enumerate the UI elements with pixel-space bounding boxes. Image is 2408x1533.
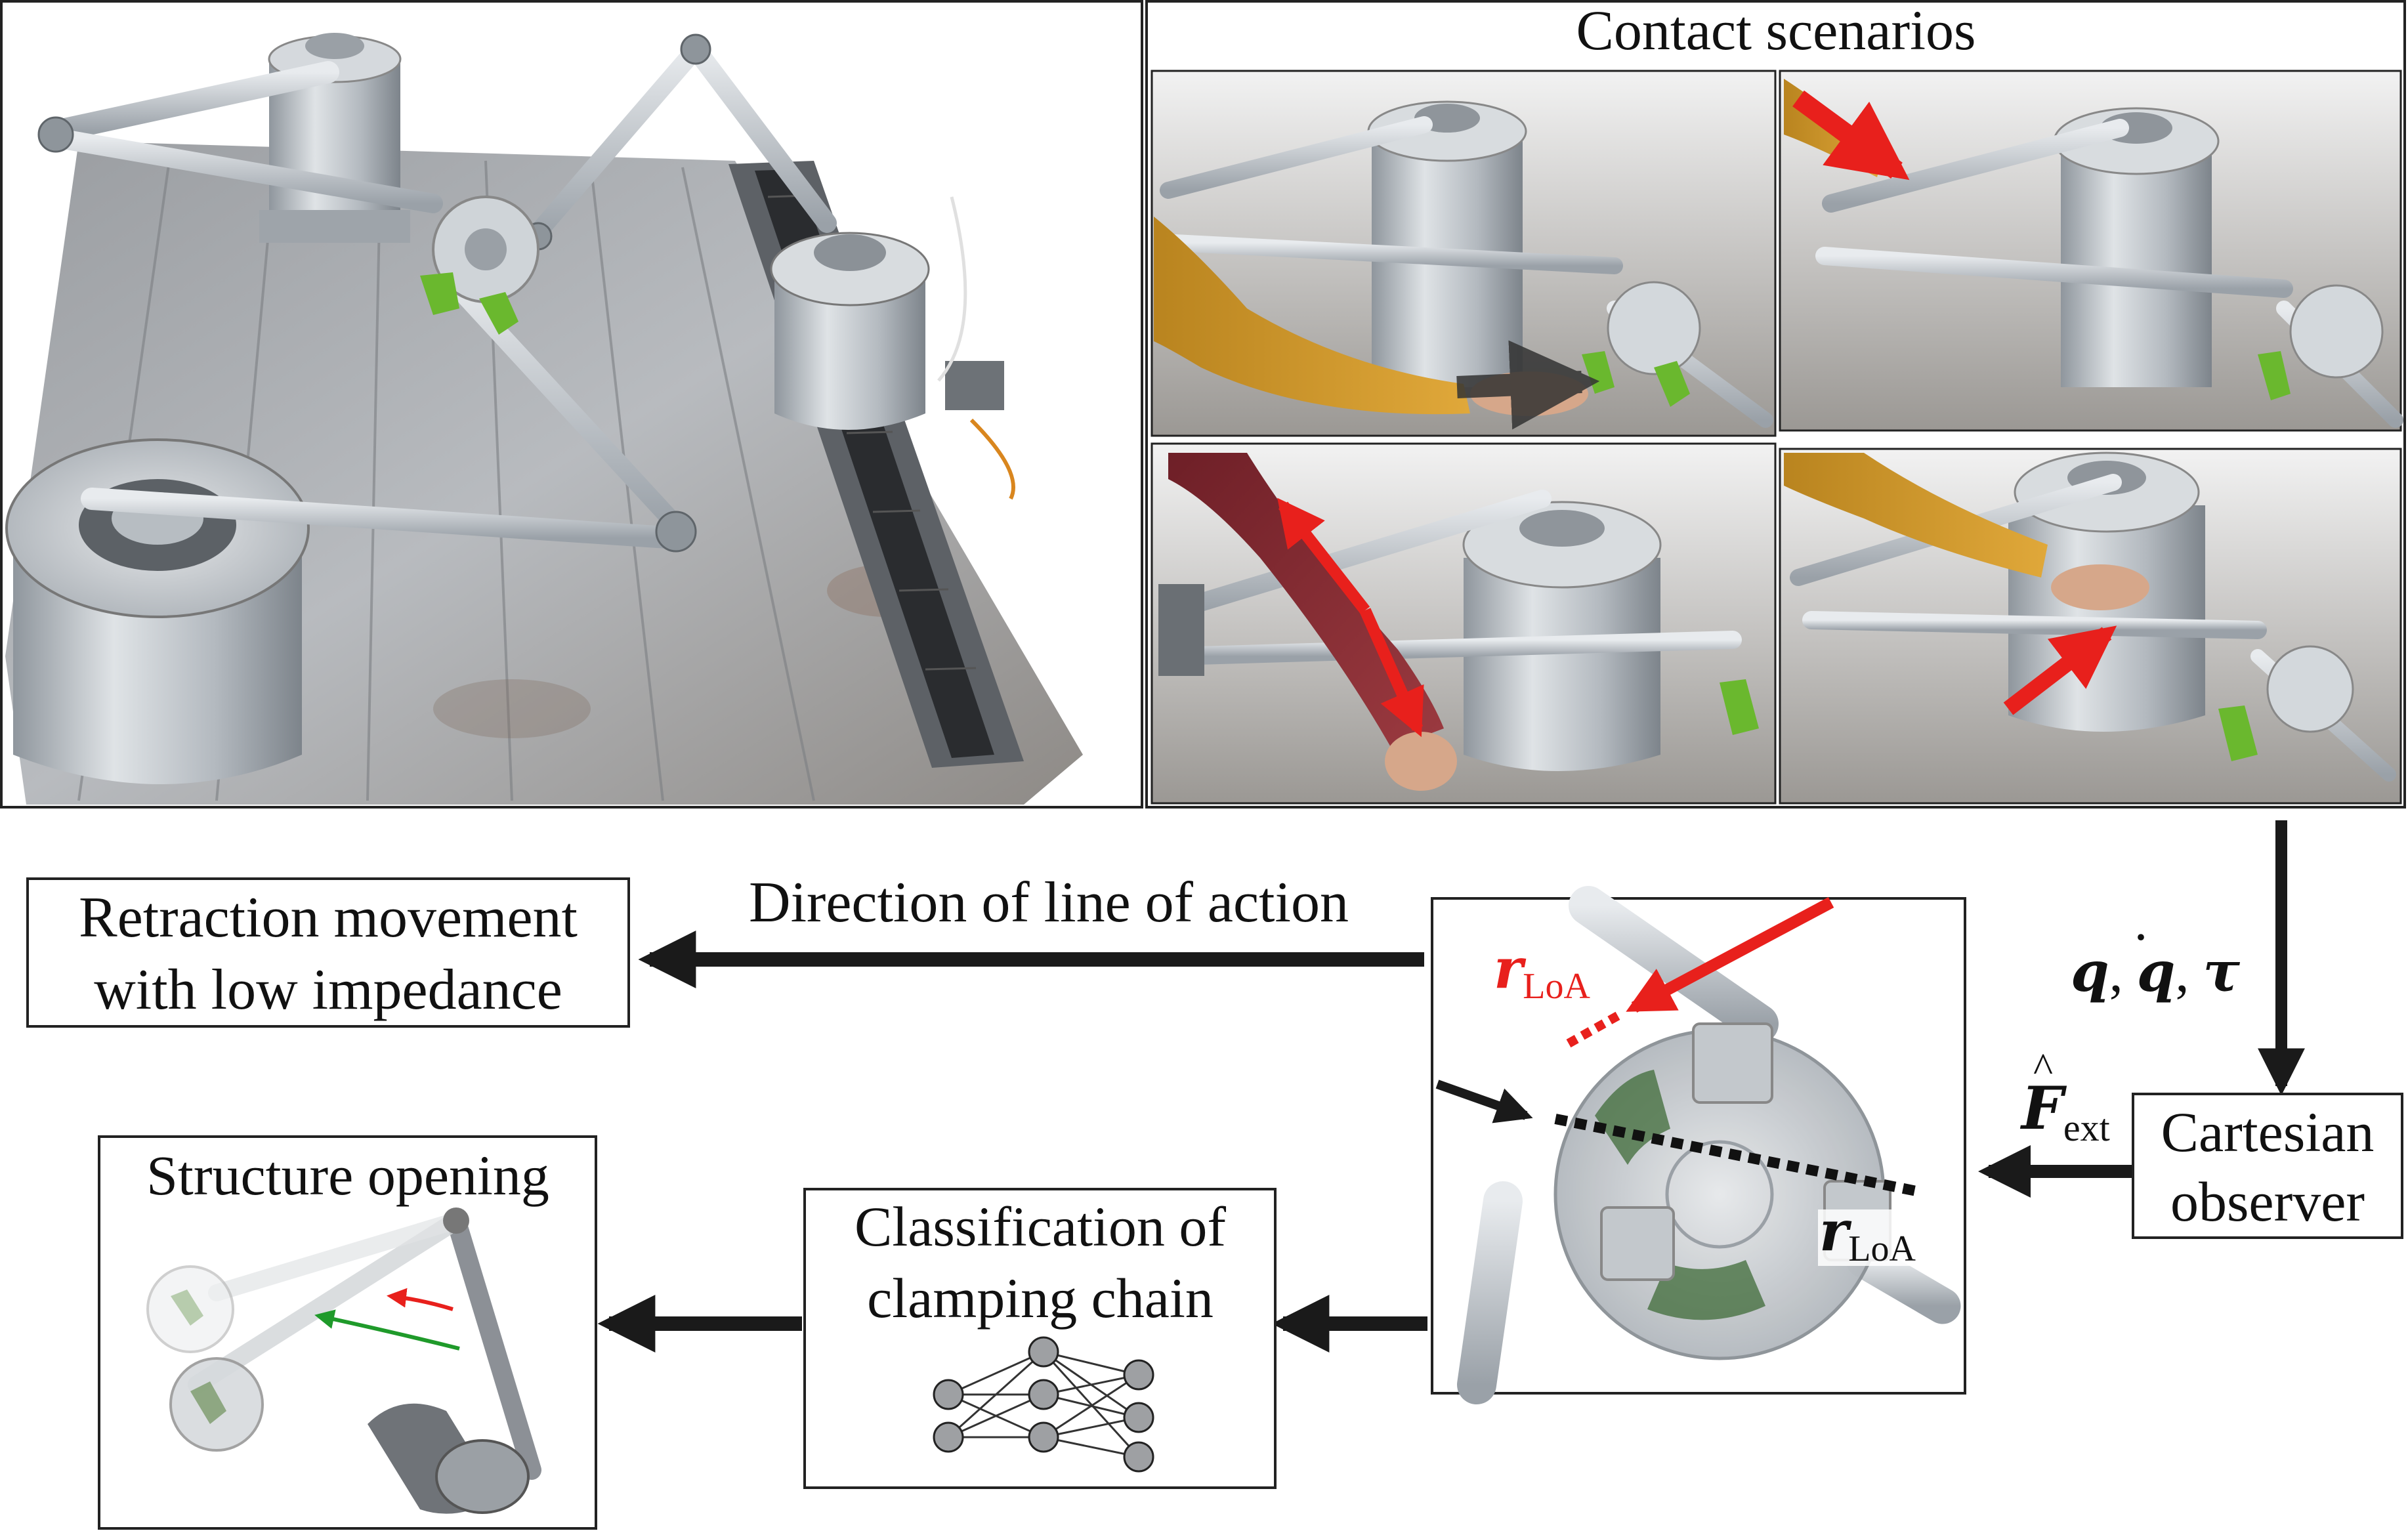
r-loa-black-label: rLoA <box>1819 1198 1916 1269</box>
fext-label: Fext ^ <box>2019 1044 2110 1149</box>
observer-inputs-label: q, q, τ <box>2071 939 2240 1004</box>
yellow-sleeve-arm <box>1154 217 1470 415</box>
svg-text:Fext: Fext <box>2019 1074 2110 1149</box>
red-force-arrow <box>1626 897 1834 1013</box>
svg-text:^: ^ <box>2033 1044 2053 1091</box>
line-of-action-dotted <box>1554 1114 1918 1196</box>
robot-overview-photo <box>0 0 1143 808</box>
retraction-line-2: with low impedance <box>94 958 562 1022</box>
green-rotation-arrow <box>314 1309 460 1351</box>
retraction-line-1: Retraction movement <box>79 886 578 950</box>
classification-line-2: clamping chain <box>867 1267 1214 1330</box>
scenario-photo-4 <box>1779 448 2402 805</box>
r-loa-red-label: rLoA <box>1494 936 1590 1007</box>
cartesian-line-1: Cartesian <box>2161 1101 2375 1164</box>
red-line-of-action-dotted <box>1566 1009 1624 1048</box>
classification-line-1: Classification of <box>855 1195 1226 1258</box>
cartesian-line-2: observer <box>2170 1170 2365 1233</box>
contact-scenarios-title: Contact scenarios <box>1576 0 1976 62</box>
scenario-photo-2 <box>1779 70 2403 432</box>
scenario-photo-1 <box>1151 70 1777 437</box>
red-rotation-arrow <box>387 1288 454 1311</box>
retraction-box: Retraction movement with low impedance <box>26 877 630 1028</box>
direction-label: Direction of line of action <box>749 871 1349 934</box>
classification-box: Classification of clamping chain <box>803 1188 1277 1489</box>
black-contact-arrow <box>1435 1080 1533 1124</box>
contact-scenarios-panel: Contact scenarios <box>1145 0 2406 808</box>
structure-opening-title: Structure opening <box>146 1144 549 1207</box>
structure-opening-box: Structure opening <box>98 1135 597 1530</box>
gripper-detail-photo: rLoA rLoA <box>1431 886 1966 1404</box>
scenario-photo-3 <box>1151 442 1777 805</box>
cartesian-observer-box: Cartesian observer <box>2132 1093 2403 1239</box>
red-sleeve-arm <box>1168 453 1444 748</box>
qdot-dot: · <box>2134 915 2147 959</box>
neural-network-icon <box>933 1336 1154 1473</box>
